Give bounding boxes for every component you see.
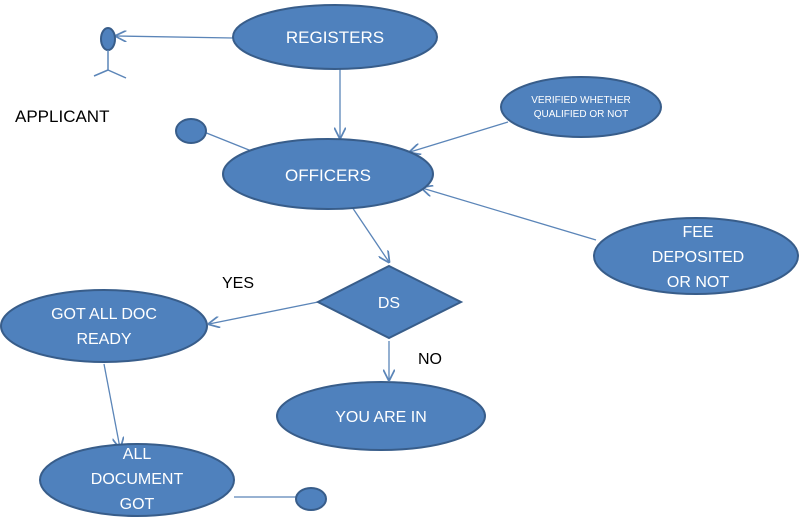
you-are-in-node: YOU ARE IN — [276, 381, 486, 451]
edge-decision-to-got-doc — [209, 301, 319, 324]
svg-text:FEE: FEE — [682, 224, 713, 241]
edge-officers-to-decision — [349, 203, 389, 262]
applicant-actor-icon — [93, 27, 127, 79]
registers-node: REGISTERS — [232, 4, 438, 70]
svg-text:REGISTERS: REGISTERS — [286, 28, 384, 47]
svg-text:GOT: GOT — [120, 496, 155, 513]
edge-got-doc-to-all-doc — [103, 363, 120, 448]
svg-text:OFFICERS: OFFICERS — [285, 166, 371, 185]
svg-text:YOU ARE IN: YOU ARE IN — [335, 409, 427, 426]
svg-text:DOCUMENT: DOCUMENT — [91, 471, 184, 488]
svg-text:ALL: ALL — [123, 446, 152, 463]
edge-registers-to-applicant — [116, 36, 234, 38]
svg-text:DEPOSITED: DEPOSITED — [652, 249, 744, 266]
connector-circle-bottom — [295, 487, 327, 511]
officers-node: OFFICERS — [222, 138, 434, 210]
got-all-doc-node: GOT ALL DOC READY — [0, 289, 208, 363]
edge-verified-to-officers — [410, 121, 509, 152]
edge-connector-to-officers — [203, 131, 255, 153]
applicant-label: APPLICANT — [15, 107, 109, 126]
yes-label: YES — [222, 275, 254, 292]
svg-text:DS: DS — [378, 295, 400, 312]
svg-text:READY: READY — [76, 331, 131, 348]
svg-text:GOT ALL DOC: GOT ALL DOC — [51, 306, 157, 323]
edge-fee-to-officers — [422, 188, 597, 241]
connector-circle-top — [175, 118, 207, 144]
all-document-got-node: ALL DOCUMENT GOT — [39, 443, 235, 517]
no-label: NO — [418, 351, 442, 368]
verified-node: VERIFIED WHETHER QUALIFIED OR NOT — [500, 76, 662, 138]
svg-text:QUALIFIED OR NOT: QUALIFIED OR NOT — [534, 109, 628, 120]
svg-text:OR NOT: OR NOT — [667, 274, 729, 291]
decision-ds-node: DS — [315, 264, 464, 340]
svg-text:VERIFIED WHETHER: VERIFIED WHETHER — [531, 95, 630, 106]
fee-node: FEE DEPOSITED OR NOT — [593, 217, 799, 295]
